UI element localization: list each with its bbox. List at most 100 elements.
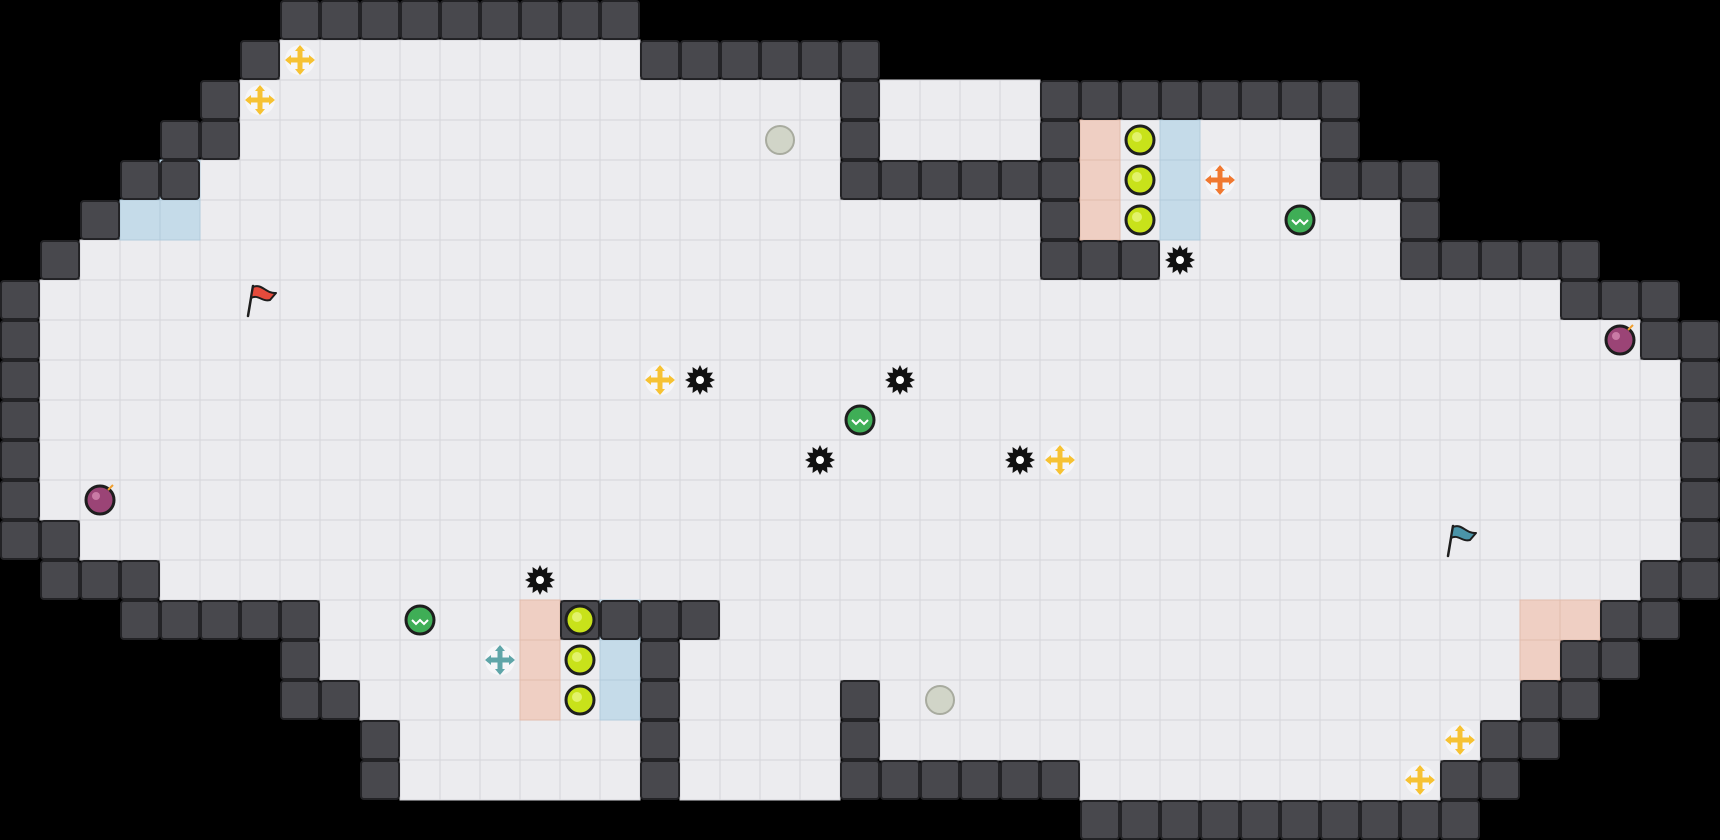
- floor-tile: [1439, 359, 1481, 401]
- floor-tile: [1279, 719, 1321, 761]
- wall-tile: [680, 600, 720, 640]
- floor-tile: [599, 759, 641, 801]
- floor-tile: [399, 399, 441, 441]
- floor-tile: [679, 559, 721, 601]
- wall-tile: [760, 40, 800, 80]
- wall-tile: [240, 600, 280, 640]
- floor-tile: [479, 79, 521, 121]
- floor-tile: [1119, 279, 1161, 321]
- floor-tile: [1519, 559, 1561, 601]
- floor-tile: [279, 159, 321, 201]
- floor-tile: [319, 279, 361, 321]
- floor-tile: [439, 199, 481, 241]
- floor-tile: [719, 239, 761, 281]
- floor-tile: [759, 439, 801, 481]
- floor-tile: [719, 319, 761, 361]
- floor-tile: [1559, 479, 1601, 521]
- floor-tile: [1639, 519, 1681, 561]
- floor-tile: [1199, 319, 1241, 361]
- wall-tile: [640, 680, 680, 720]
- floor-tile: [1439, 679, 1481, 721]
- floor-tile: [279, 399, 321, 441]
- floor-tile: [239, 199, 281, 241]
- floor-tile: [959, 479, 1001, 521]
- floor-tile: [1159, 559, 1201, 601]
- floor-tile: [879, 599, 921, 641]
- floor-tile: [1239, 239, 1281, 281]
- floor-tile: [519, 279, 561, 321]
- wall-tile: [1040, 120, 1080, 160]
- wall-tile: [80, 560, 120, 600]
- floor-tile: [879, 199, 921, 241]
- wall-tile: [1480, 720, 1520, 760]
- floor-tile: [319, 439, 361, 481]
- floor-tile: [719, 479, 761, 521]
- floor-tile: [239, 439, 281, 481]
- wall-tile: [1120, 240, 1160, 280]
- floor-tile: [959, 359, 1001, 401]
- floor-tile: [159, 439, 201, 481]
- floor-tile: [1119, 599, 1161, 641]
- wall-tile: [0, 440, 40, 480]
- wall-tile: [200, 80, 240, 120]
- floor-tile: [959, 599, 1001, 641]
- floor-tile: [919, 439, 961, 481]
- floor-tile: [1119, 679, 1161, 721]
- floor-tile: [399, 759, 441, 801]
- floor-tile: [439, 599, 481, 641]
- floor-tile: [919, 719, 961, 761]
- floor-tile: [559, 439, 601, 481]
- wall-tile: [1640, 560, 1680, 600]
- floor-tile: [239, 479, 281, 521]
- floor-tile: [1239, 319, 1281, 361]
- floor-tile: [679, 679, 721, 721]
- floor-tile: [359, 639, 401, 681]
- floor-tile: [239, 119, 281, 161]
- floor-tile: [1519, 319, 1561, 361]
- floor-tile: [439, 439, 481, 481]
- wall-tile: [640, 760, 680, 800]
- floor-tile: [439, 359, 481, 401]
- floor-tile: [759, 639, 801, 681]
- floor-tile: [1479, 679, 1521, 721]
- gold-boost-icon: [285, 45, 315, 75]
- floor-tile: [1359, 639, 1401, 681]
- floor-tile: [319, 199, 361, 241]
- zone-layer: [119, 119, 1601, 721]
- floor-tile: [879, 639, 921, 681]
- floor-tile: [1439, 319, 1481, 361]
- floor-tile: [559, 79, 601, 121]
- floor-tile: [1119, 399, 1161, 441]
- floor-tile: [1239, 359, 1281, 401]
- floor-tile: [199, 359, 241, 401]
- floor-tile: [79, 439, 121, 481]
- floor-tile: [279, 119, 321, 161]
- floor-tile: [1399, 679, 1441, 721]
- floor-tile: [519, 39, 561, 81]
- floor-tile: [879, 679, 921, 721]
- floor-tile: [919, 519, 961, 561]
- floor-tile: [759, 599, 801, 641]
- floor-tile: [359, 319, 401, 361]
- floor-tile: [679, 439, 721, 481]
- floor-tile: [1279, 679, 1321, 721]
- floor-tile: [799, 159, 841, 201]
- floor-tile: [439, 239, 481, 281]
- floor-tile: [279, 439, 321, 481]
- wall-tile: [1080, 240, 1120, 280]
- floor-tile: [399, 239, 441, 281]
- floor-tile: [159, 479, 201, 521]
- floor-tile: [439, 479, 481, 521]
- floor-tile: [1639, 359, 1681, 401]
- floor-tile: [999, 319, 1041, 361]
- floor-tile: [399, 199, 441, 241]
- blue-zone-tile: [159, 199, 201, 241]
- wall-tile: [1000, 760, 1040, 800]
- floor-tile: [1479, 479, 1521, 521]
- floor-tile: [839, 239, 881, 281]
- floor-tile: [1399, 479, 1441, 521]
- floor-tile: [1639, 479, 1681, 521]
- floor-tile: [479, 479, 521, 521]
- floor-tile: [119, 399, 161, 441]
- wall-tile: [200, 120, 240, 160]
